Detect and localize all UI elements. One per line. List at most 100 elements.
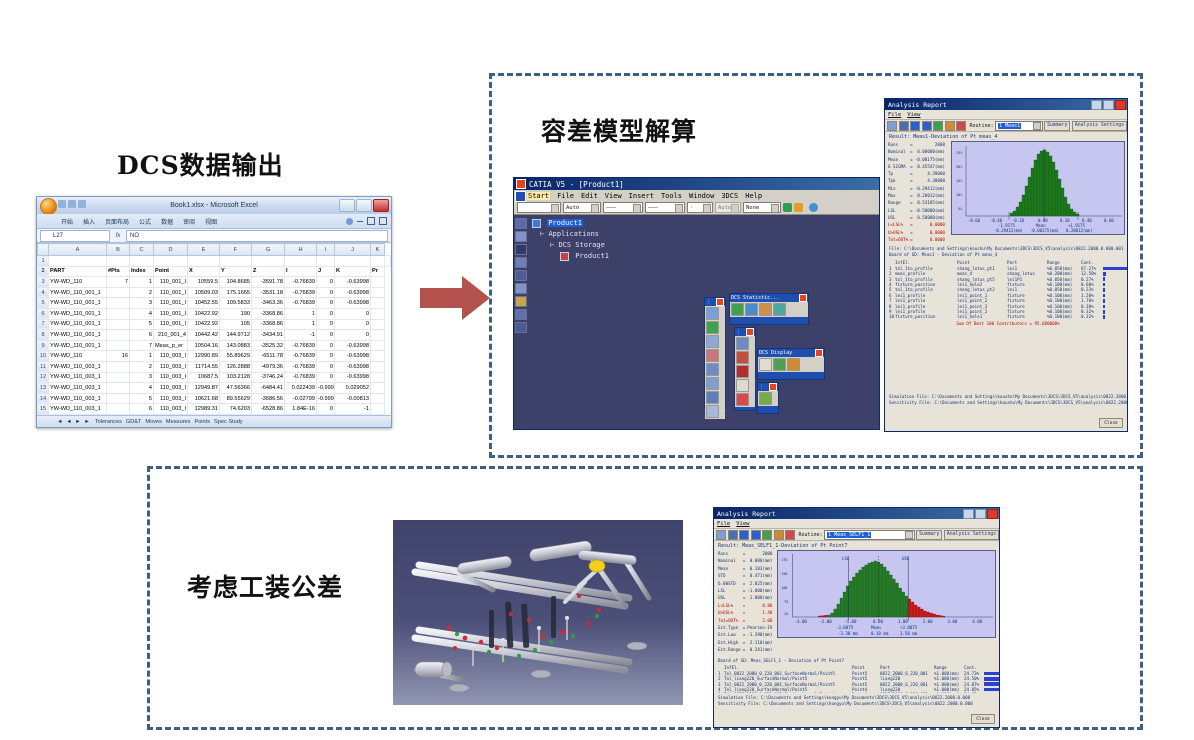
close-button[interactable] xyxy=(1115,100,1126,110)
table-cell[interactable]: tol_1to_profile xyxy=(895,265,933,271)
binoculars-icon[interactable] xyxy=(515,244,527,255)
table-cell[interactable] xyxy=(106,360,130,373)
table-cell[interactable]: 0.23% xyxy=(1081,287,1094,293)
pen-icon[interactable] xyxy=(706,349,719,362)
table-cell[interactable]: 0 xyxy=(316,276,335,288)
row-header[interactable]: 8 xyxy=(37,329,49,341)
table-cell[interactable]: 3 xyxy=(718,681,721,687)
table-cell[interactable]: -0.76839 xyxy=(284,360,317,373)
tree-node-3-label[interactable]: Product1 xyxy=(575,252,609,260)
table-cell[interactable] xyxy=(334,255,371,267)
table-cell[interactable]: 0.60% xyxy=(1081,281,1094,287)
table-cell[interactable]: -3746.24 xyxy=(251,371,285,384)
export-icon[interactable] xyxy=(716,529,726,540)
table-cell[interactable]: lei1_hole1 xyxy=(957,314,983,320)
spheres-icon[interactable] xyxy=(736,365,749,378)
table-cell[interactable]: 0 xyxy=(316,307,335,320)
table-cell[interactable]: Point5 xyxy=(852,670,868,676)
table-cell[interactable]: 10452.55 xyxy=(187,297,220,309)
menu-view[interactable]: View xyxy=(907,111,921,118)
table-cell[interactable] xyxy=(106,371,130,384)
minimize-button[interactable] xyxy=(339,199,355,212)
library-icon[interactable] xyxy=(515,231,527,242)
table-row[interactable]: 1 xyxy=(37,255,391,267)
table-cell[interactable] xyxy=(48,255,107,267)
contributor-icon[interactable] xyxy=(773,303,786,316)
table-cell[interactable] xyxy=(370,382,385,394)
print-icon[interactable] xyxy=(898,120,909,131)
analysis-settings-button[interactable]: Analysis Settings xyxy=(943,529,999,540)
excel-ribbon-tabs[interactable]: 开始 插入 页面布局 公式 数据 审阅 视图 xyxy=(37,214,391,229)
row-header[interactable]: 5 xyxy=(37,297,49,309)
analysis-report-top-toolbar[interactable]: Routine: 1 Meas1 Summary Analysis Settin… xyxy=(885,120,1127,132)
row-header[interactable]: 9 xyxy=(37,339,49,352)
formula-input[interactable]: NO xyxy=(126,229,388,242)
ribbon-tab-0[interactable]: 开始 xyxy=(61,219,74,226)
table-icon[interactable] xyxy=(706,405,719,418)
table-cell[interactable]: 0.32% xyxy=(1081,314,1094,320)
palette-tools-small[interactable]: ⋮ xyxy=(757,382,779,414)
undo-icon[interactable] xyxy=(68,200,76,208)
table-cell[interactable]: 110_001_I xyxy=(153,286,188,299)
table-cell[interactable]: YW-WD_110_003_1 xyxy=(48,382,107,394)
chart-icon[interactable] xyxy=(762,529,772,540)
table-cell[interactable] xyxy=(284,255,317,267)
table-cell[interactable]: -4979.36 xyxy=(251,360,285,373)
analysis-report-bottom-window-buttons[interactable] xyxy=(963,509,998,519)
table-cell[interactable]: 1.84E-16 xyxy=(284,403,317,415)
table-cell[interactable]: 110_003_I xyxy=(153,371,188,384)
palette3-drag-handle[interactable]: ⋮ xyxy=(758,383,778,391)
table-cell[interactable]: 55.89629 xyxy=(219,350,252,362)
table-cell[interactable]: 10504.16 xyxy=(187,339,220,352)
table-cell[interactable] xyxy=(106,307,130,320)
row-header[interactable]: 15 xyxy=(37,403,49,415)
analysis-report-bottom-toolbar[interactable]: Routine: 1 Meas_SELF1_1 Summary Analysis… xyxy=(714,529,999,541)
palette-vertical-secondary[interactable]: ⋮ xyxy=(734,327,756,411)
table-cell[interactable]: YW-WD_110_003_1 xyxy=(48,360,107,373)
table-cell[interactable]: 1 xyxy=(284,318,317,331)
table-cell[interactable]: 1 xyxy=(889,265,892,271)
table-cell[interactable]: 5 xyxy=(129,392,154,405)
combo-auto2[interactable]: Auto xyxy=(715,202,741,213)
table-cell[interactable]: Point4 xyxy=(852,686,868,692)
table-cell[interactable]: 3 xyxy=(129,297,154,309)
table-cell[interactable]: 4 xyxy=(889,281,892,287)
table-cell[interactable] xyxy=(106,297,130,309)
table-cell[interactable]: 10422.92 xyxy=(187,318,220,331)
table-cell[interactable]: -0.63998 xyxy=(334,276,371,288)
table-cell[interactable]: -0.63998 xyxy=(334,371,371,384)
table-cell[interactable]: -6511.78 xyxy=(251,350,285,362)
table-cell[interactable]: Tol_0822_2000_0_220_001_SurfaceNormal/Po… xyxy=(724,681,835,687)
table-cell[interactable] xyxy=(129,255,154,267)
col-D[interactable]: D xyxy=(153,243,188,256)
fixture-assembly-3d-view[interactable] xyxy=(393,520,683,705)
table-cell[interactable]: Tol_liang220_SurfaceNormal/Point5 xyxy=(724,686,808,692)
table-cell[interactable] xyxy=(370,318,385,331)
table-row[interactable]: 16YW-WD_110_003_17220_001_410859.9132.10… xyxy=(37,413,391,415)
table-cell[interactable]: %0.050(mm) xyxy=(1047,265,1073,271)
palette-vertical-main[interactable]: ⋮ xyxy=(704,297,726,419)
table-cell[interactable]: Index xyxy=(129,265,154,278)
table-cell[interactable]: lei1 xyxy=(1007,265,1018,271)
summary-button[interactable]: Summary xyxy=(916,529,943,540)
table-cell[interactable]: 1 xyxy=(129,350,154,362)
palette-close-icon[interactable] xyxy=(716,298,724,306)
table-cell[interactable]: -0.00813 xyxy=(334,392,371,405)
table-cell[interactable]: 89.55629 xyxy=(219,392,252,405)
table-cell[interactable]: 24.05% xyxy=(964,686,980,692)
tree-node-2-label[interactable]: DCS Storage xyxy=(558,241,605,249)
maximize-button[interactable] xyxy=(975,509,986,519)
table-cell[interactable]: PART xyxy=(48,265,107,278)
table-cell[interactable]: 6 xyxy=(129,403,154,415)
combo-weight[interactable]: · xyxy=(687,202,713,213)
table-cell[interactable]: shang_lotus_pt1 xyxy=(957,265,995,271)
